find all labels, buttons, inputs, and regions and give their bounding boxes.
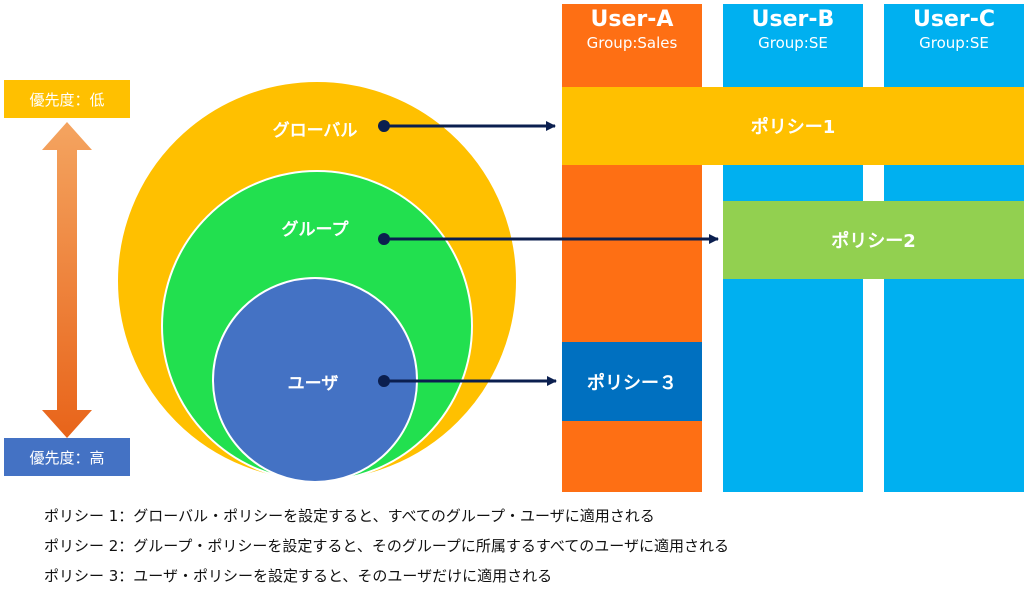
user-to-policy3-arrow xyxy=(378,375,557,387)
note-policy-2: ポリシー 2：グループ・ポリシーを設定すると、そのグループに所属するすべてのユー… xyxy=(44,537,729,555)
user-b-group: Group:SE xyxy=(758,34,828,52)
policy-3-bar: ポリシー３ xyxy=(562,342,702,421)
policy-1-bar: ポリシー1 xyxy=(562,87,1024,165)
user-a-group: Group:Sales xyxy=(586,34,678,52)
policy-2-bar: ポリシー2 xyxy=(723,201,1024,279)
priority-high-label: 優先度：高 xyxy=(4,438,130,476)
note-policy-3: ポリシー 3：ユーザ・ポリシーを設定すると、そのユーザだけに適用される xyxy=(44,567,553,585)
user-c-group: Group:SE xyxy=(919,34,989,52)
user-c-name: User-C xyxy=(912,7,995,32)
global-label: グローバル xyxy=(272,121,358,141)
priority-low-label: 優先度：低 xyxy=(4,80,130,118)
group-label: グループ xyxy=(281,220,349,240)
user-b-name: User-B xyxy=(751,7,835,32)
user-label: ユーザ xyxy=(287,374,339,394)
group-to-policy2-arrow xyxy=(378,233,719,245)
note-policy-1: ポリシー 1：グローバル・ポリシーを設定すると、すべてのグループ・ユーザに適用さ… xyxy=(44,507,655,525)
global-to-policy1-arrow xyxy=(378,120,556,132)
user-a-name: User-A xyxy=(590,7,674,32)
priority-double-arrow-icon xyxy=(42,122,92,438)
